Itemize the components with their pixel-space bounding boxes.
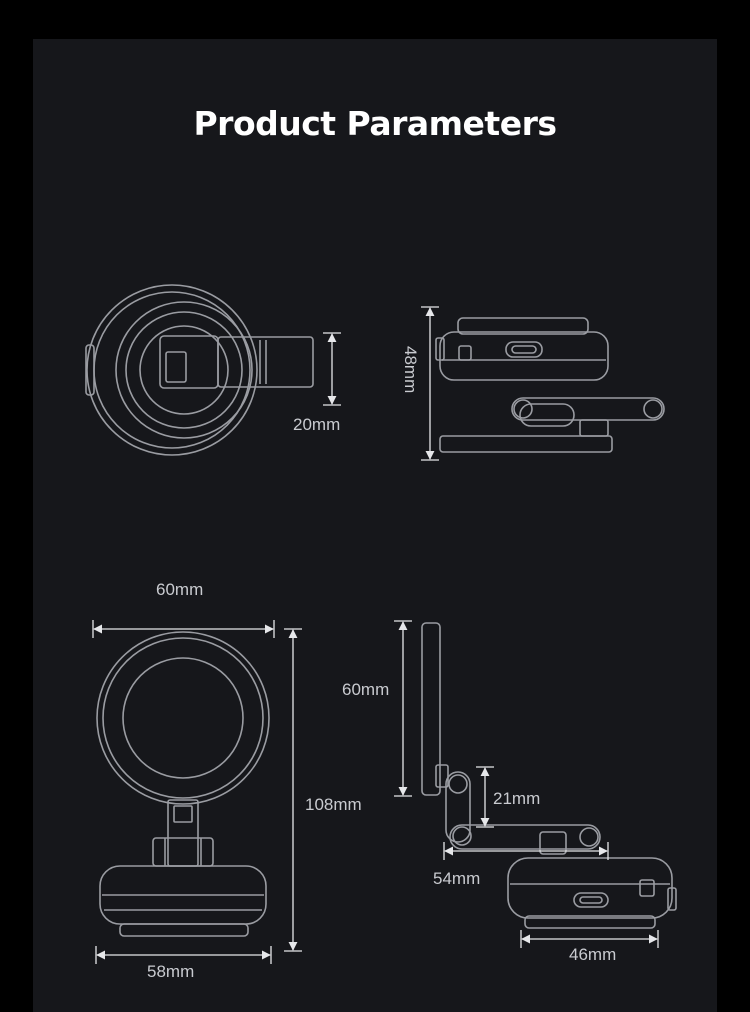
dimension-label-54mm: 54mm <box>433 869 481 888</box>
dimension-label-20mm: 20mm <box>293 415 341 434</box>
side-compact-base <box>439 435 613 453</box>
dimension-line-60mm-front <box>92 620 275 638</box>
dimension-label-48mm: 48mm <box>401 346 420 394</box>
front-view-neck <box>167 799 199 867</box>
dimension-label-108mm: 108mm <box>305 795 362 814</box>
front-view-drawing <box>96 631 270 937</box>
top-view-clamp <box>159 335 219 389</box>
dimension-line-60mm-side <box>394 620 412 797</box>
dimension-line-108mm <box>284 628 302 952</box>
side-compact-view-drawing <box>435 317 665 453</box>
top-view-hub-inner <box>125 311 243 429</box>
dimension-label-60mm-side: 60mm <box>342 680 390 699</box>
dimension-line-46mm <box>520 930 659 948</box>
usb-c-port-extended <box>573 892 609 908</box>
dimension-label-58mm: 58mm <box>147 962 195 981</box>
top-view-outer-ring <box>86 284 258 456</box>
usb-c-port <box>505 341 543 358</box>
front-view-magnet-ring <box>122 657 244 779</box>
top-view-drawing <box>85 284 314 456</box>
dimension-label-46mm: 46mm <box>569 945 617 964</box>
dimension-line-21mm <box>476 766 494 828</box>
side-compact-cap <box>457 317 589 335</box>
side-extended-upper-arm <box>445 771 471 843</box>
side-extended-plate <box>421 622 441 796</box>
top-view-hub-outer <box>115 301 253 439</box>
side-compact-body <box>439 331 609 381</box>
dimension-line-54mm <box>443 842 609 860</box>
dimension-line-20mm <box>323 332 341 406</box>
dimension-line-58mm <box>95 946 272 964</box>
dimension-label-60mm-front: 60mm <box>156 580 204 599</box>
top-view-inner-ring <box>93 291 251 449</box>
dimension-label-21mm: 21mm <box>493 789 541 808</box>
side-extended-base <box>507 857 673 919</box>
dimension-line-48mm <box>421 306 439 461</box>
side-compact-arm <box>511 397 665 421</box>
side-extended-lower-arm <box>449 824 601 850</box>
page-title: Product Parameters <box>193 104 557 143</box>
